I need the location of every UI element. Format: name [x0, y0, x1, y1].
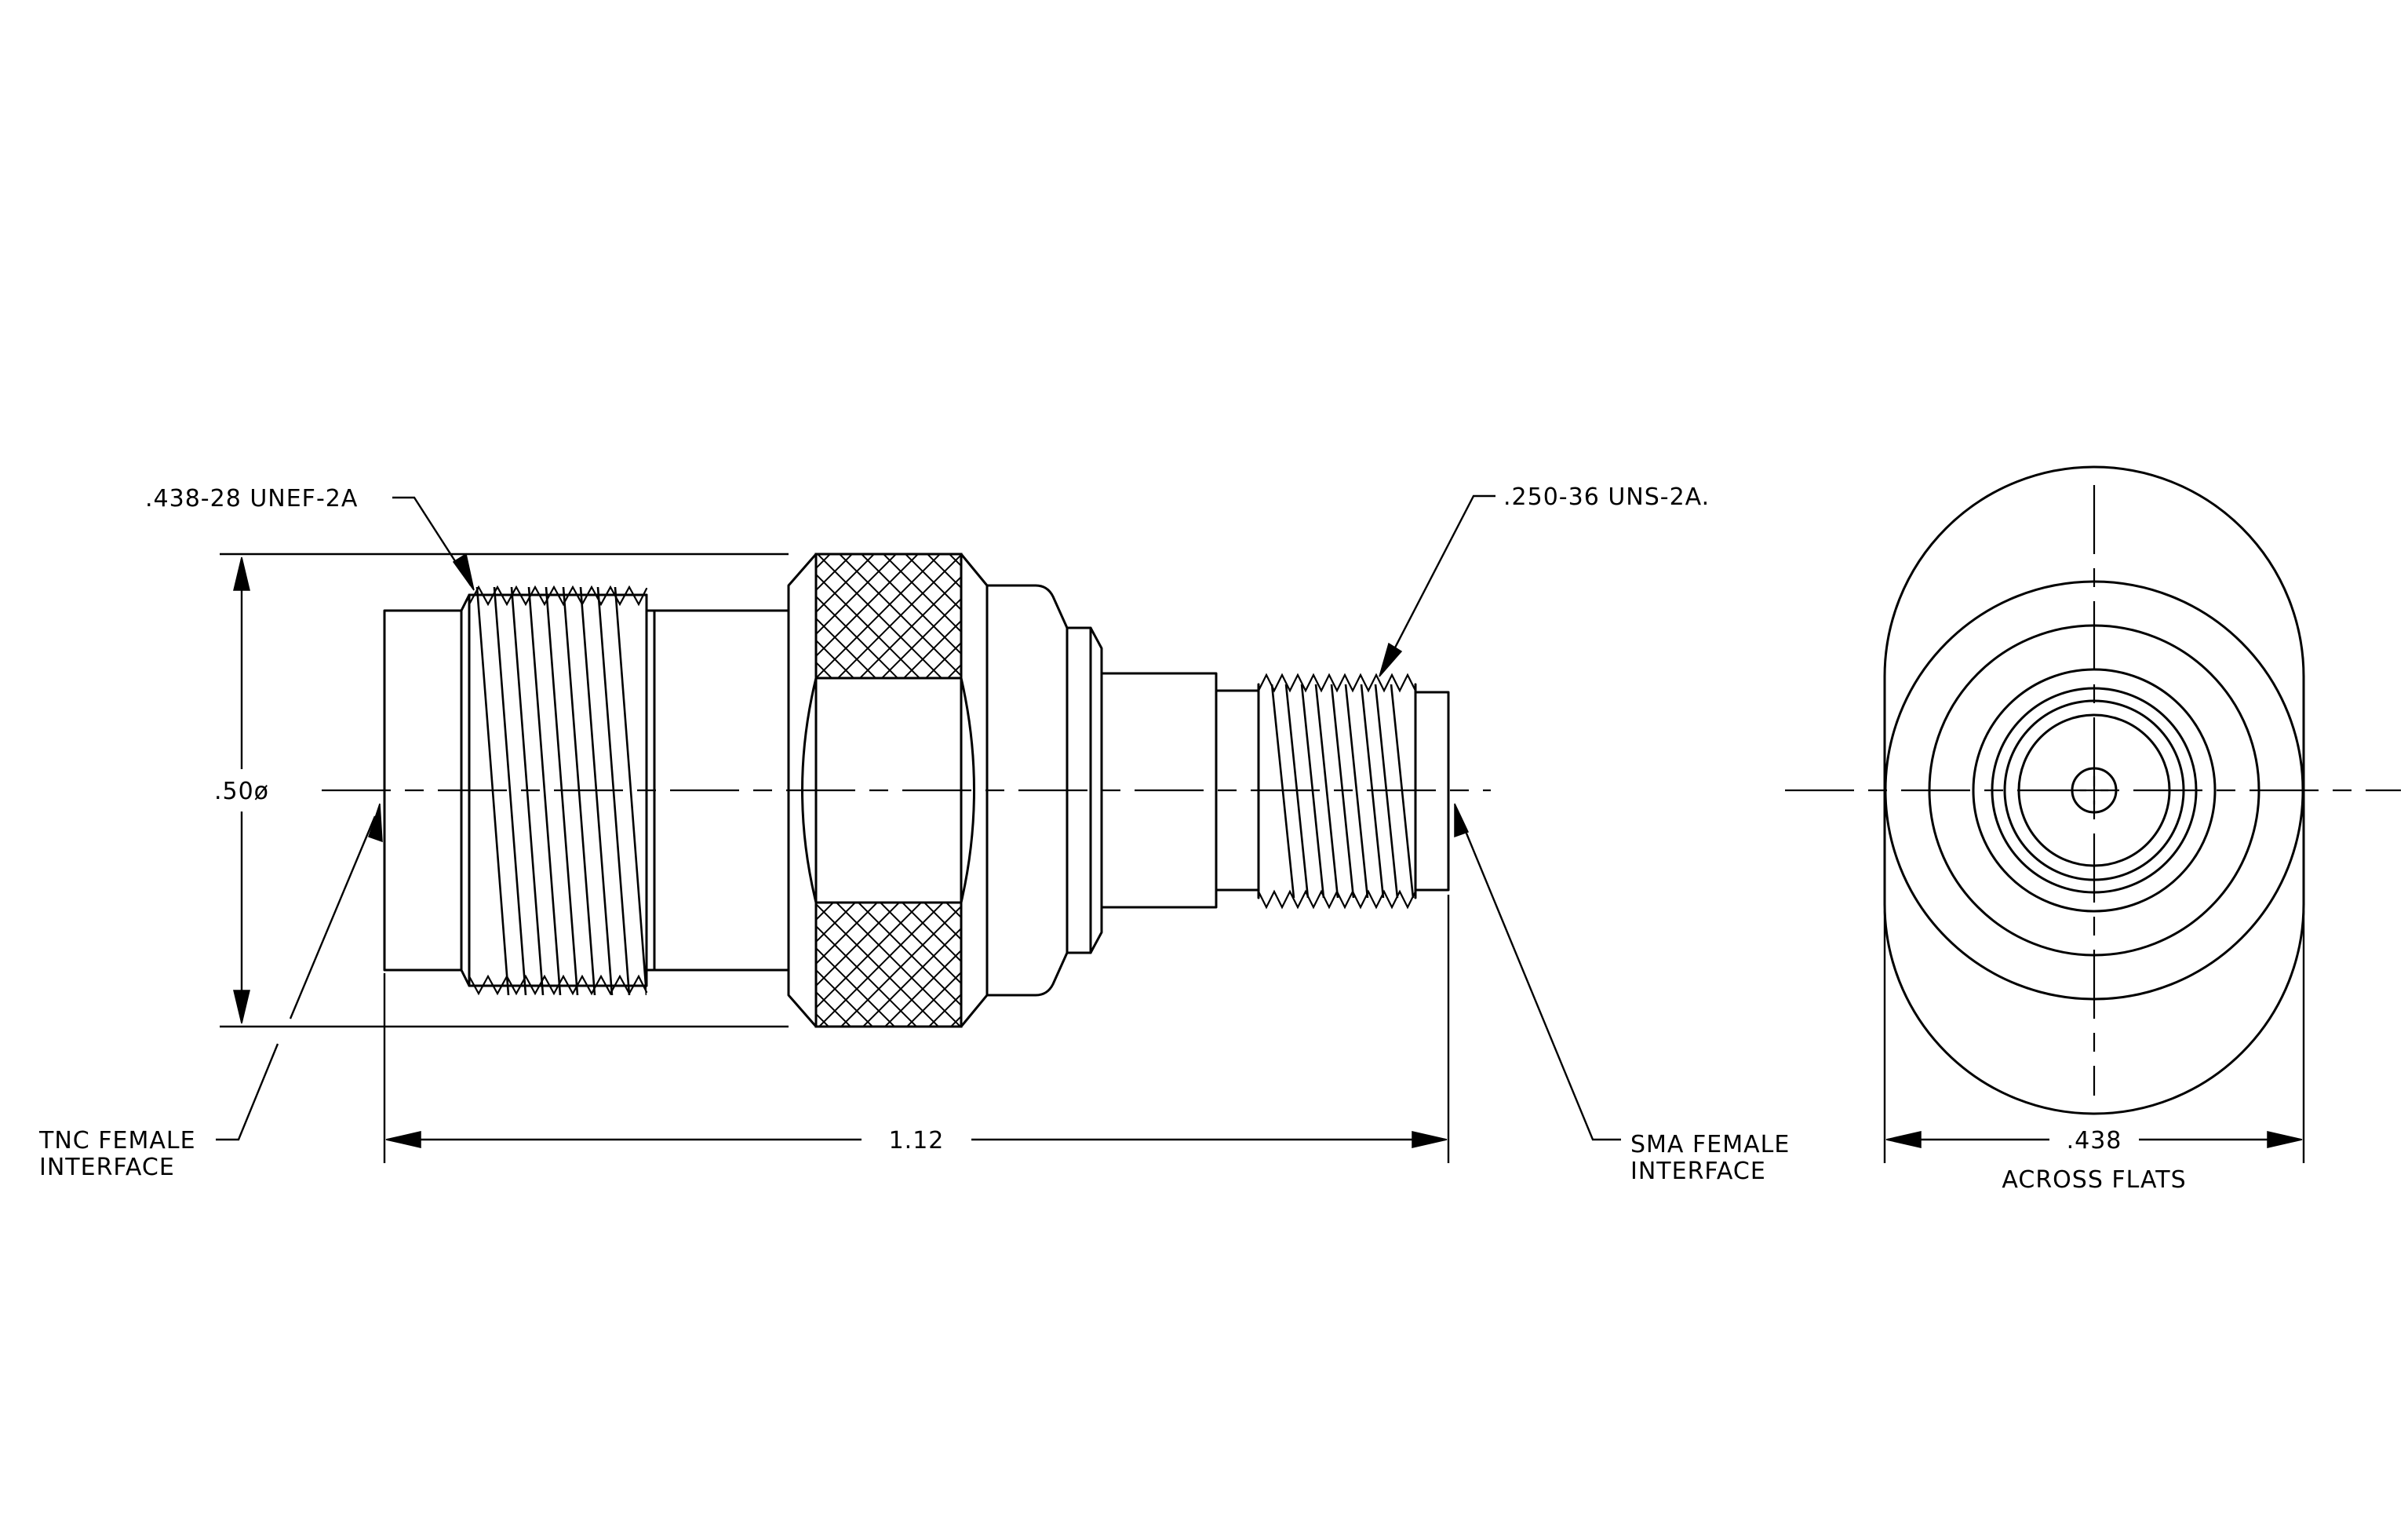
tnc-interface-label-1: TNC FEMALE — [38, 1127, 196, 1154]
sma-interface-leader: SMA FEMALE INTERFACE — [1454, 803, 1790, 1185]
sma-thread-label: .250-36 UNS-2A. — [1503, 483, 1710, 511]
end-view: .438 ACROSS FLATS — [1785, 465, 2401, 1194]
sma-thread-callout: .250-36 UNS-2A. — [1379, 483, 1710, 677]
diameter-label: .50ø — [214, 778, 269, 805]
tnc-thread-label: .438-28 UNEF-2A — [145, 485, 358, 512]
knurl-bottom — [814, 901, 963, 1028]
length-label: 1.12 — [889, 1127, 945, 1154]
tnc-thread-section — [460, 585, 656, 996]
sma-interface-label-1: SMA FEMALE — [1630, 1131, 1790, 1158]
tnc-interface-leader: TNC FEMALE INTERFACE — [38, 803, 383, 1181]
flats-caption-label: ACROSS FLATS — [2002, 1166, 2186, 1194]
tnc-interface-label-2: INTERFACE — [39, 1154, 175, 1181]
tnc-thread-callout: .438-28 UNEF-2A — [145, 485, 475, 591]
tnc-shank — [653, 609, 790, 972]
side-view: .50ø 1.12 .438-28 UNEF-2A .250-36 UNS-2A… — [38, 483, 1790, 1185]
knurl-top — [814, 553, 963, 680]
diameter-dimension: .50ø — [214, 553, 789, 1028]
flats-dimension: .438 ACROSS FLATS — [1883, 910, 2305, 1194]
flats-value-label: .438 — [2067, 1127, 2122, 1154]
sma-interface-label-2: INTERFACE — [1630, 1158, 1766, 1185]
length-dimension: 1.12 — [383, 895, 1450, 1163]
